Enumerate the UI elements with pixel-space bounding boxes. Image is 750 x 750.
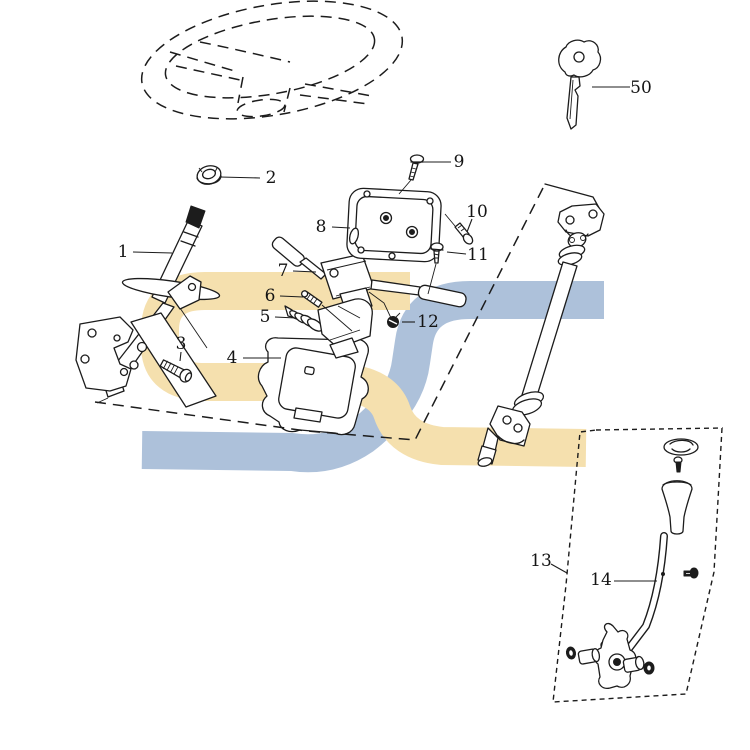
callout-4: 4 <box>227 348 238 368</box>
callout-10: 10 <box>466 202 488 222</box>
callout-1: 1 <box>118 242 129 262</box>
key-drawing <box>558 39 602 130</box>
callout-5: 5 <box>260 307 271 327</box>
callout-leaders <box>132 86 657 582</box>
steering-wheel-drawing <box>140 0 404 120</box>
callout-3: 3 <box>176 334 187 354</box>
mounting-plate-drawing <box>346 187 442 263</box>
callout-50: 50 <box>630 78 652 98</box>
gearshift-boundary <box>552 427 723 703</box>
callout-11: 11 <box>467 245 489 265</box>
grommet-drawing <box>368 291 401 328</box>
screw-9-drawing <box>398 154 425 195</box>
gearshift-lever-drawing <box>565 438 699 689</box>
callout-13: 13 <box>530 551 552 571</box>
callout-labels: 1 2 3 4 5 6 7 8 9 10 11 12 13 14 50 <box>118 78 652 590</box>
callout-8: 8 <box>316 217 327 237</box>
intermediate-shaft-drawing <box>477 203 605 467</box>
steering-column-drawing <box>75 205 221 408</box>
bolt-drawing <box>159 359 193 383</box>
callout-6: 6 <box>265 286 276 306</box>
nut-drawing <box>196 165 222 185</box>
callout-9: 9 <box>454 152 465 172</box>
ignition-switch-drawing <box>284 298 373 359</box>
callout-14: 14 <box>590 570 612 590</box>
screw-6-drawing <box>300 290 353 332</box>
callout-2: 2 <box>266 168 277 188</box>
callout-7: 7 <box>278 261 289 281</box>
screw-10-drawing <box>444 213 474 245</box>
callout-12: 12 <box>417 312 439 332</box>
screw-11-drawing <box>427 242 444 295</box>
